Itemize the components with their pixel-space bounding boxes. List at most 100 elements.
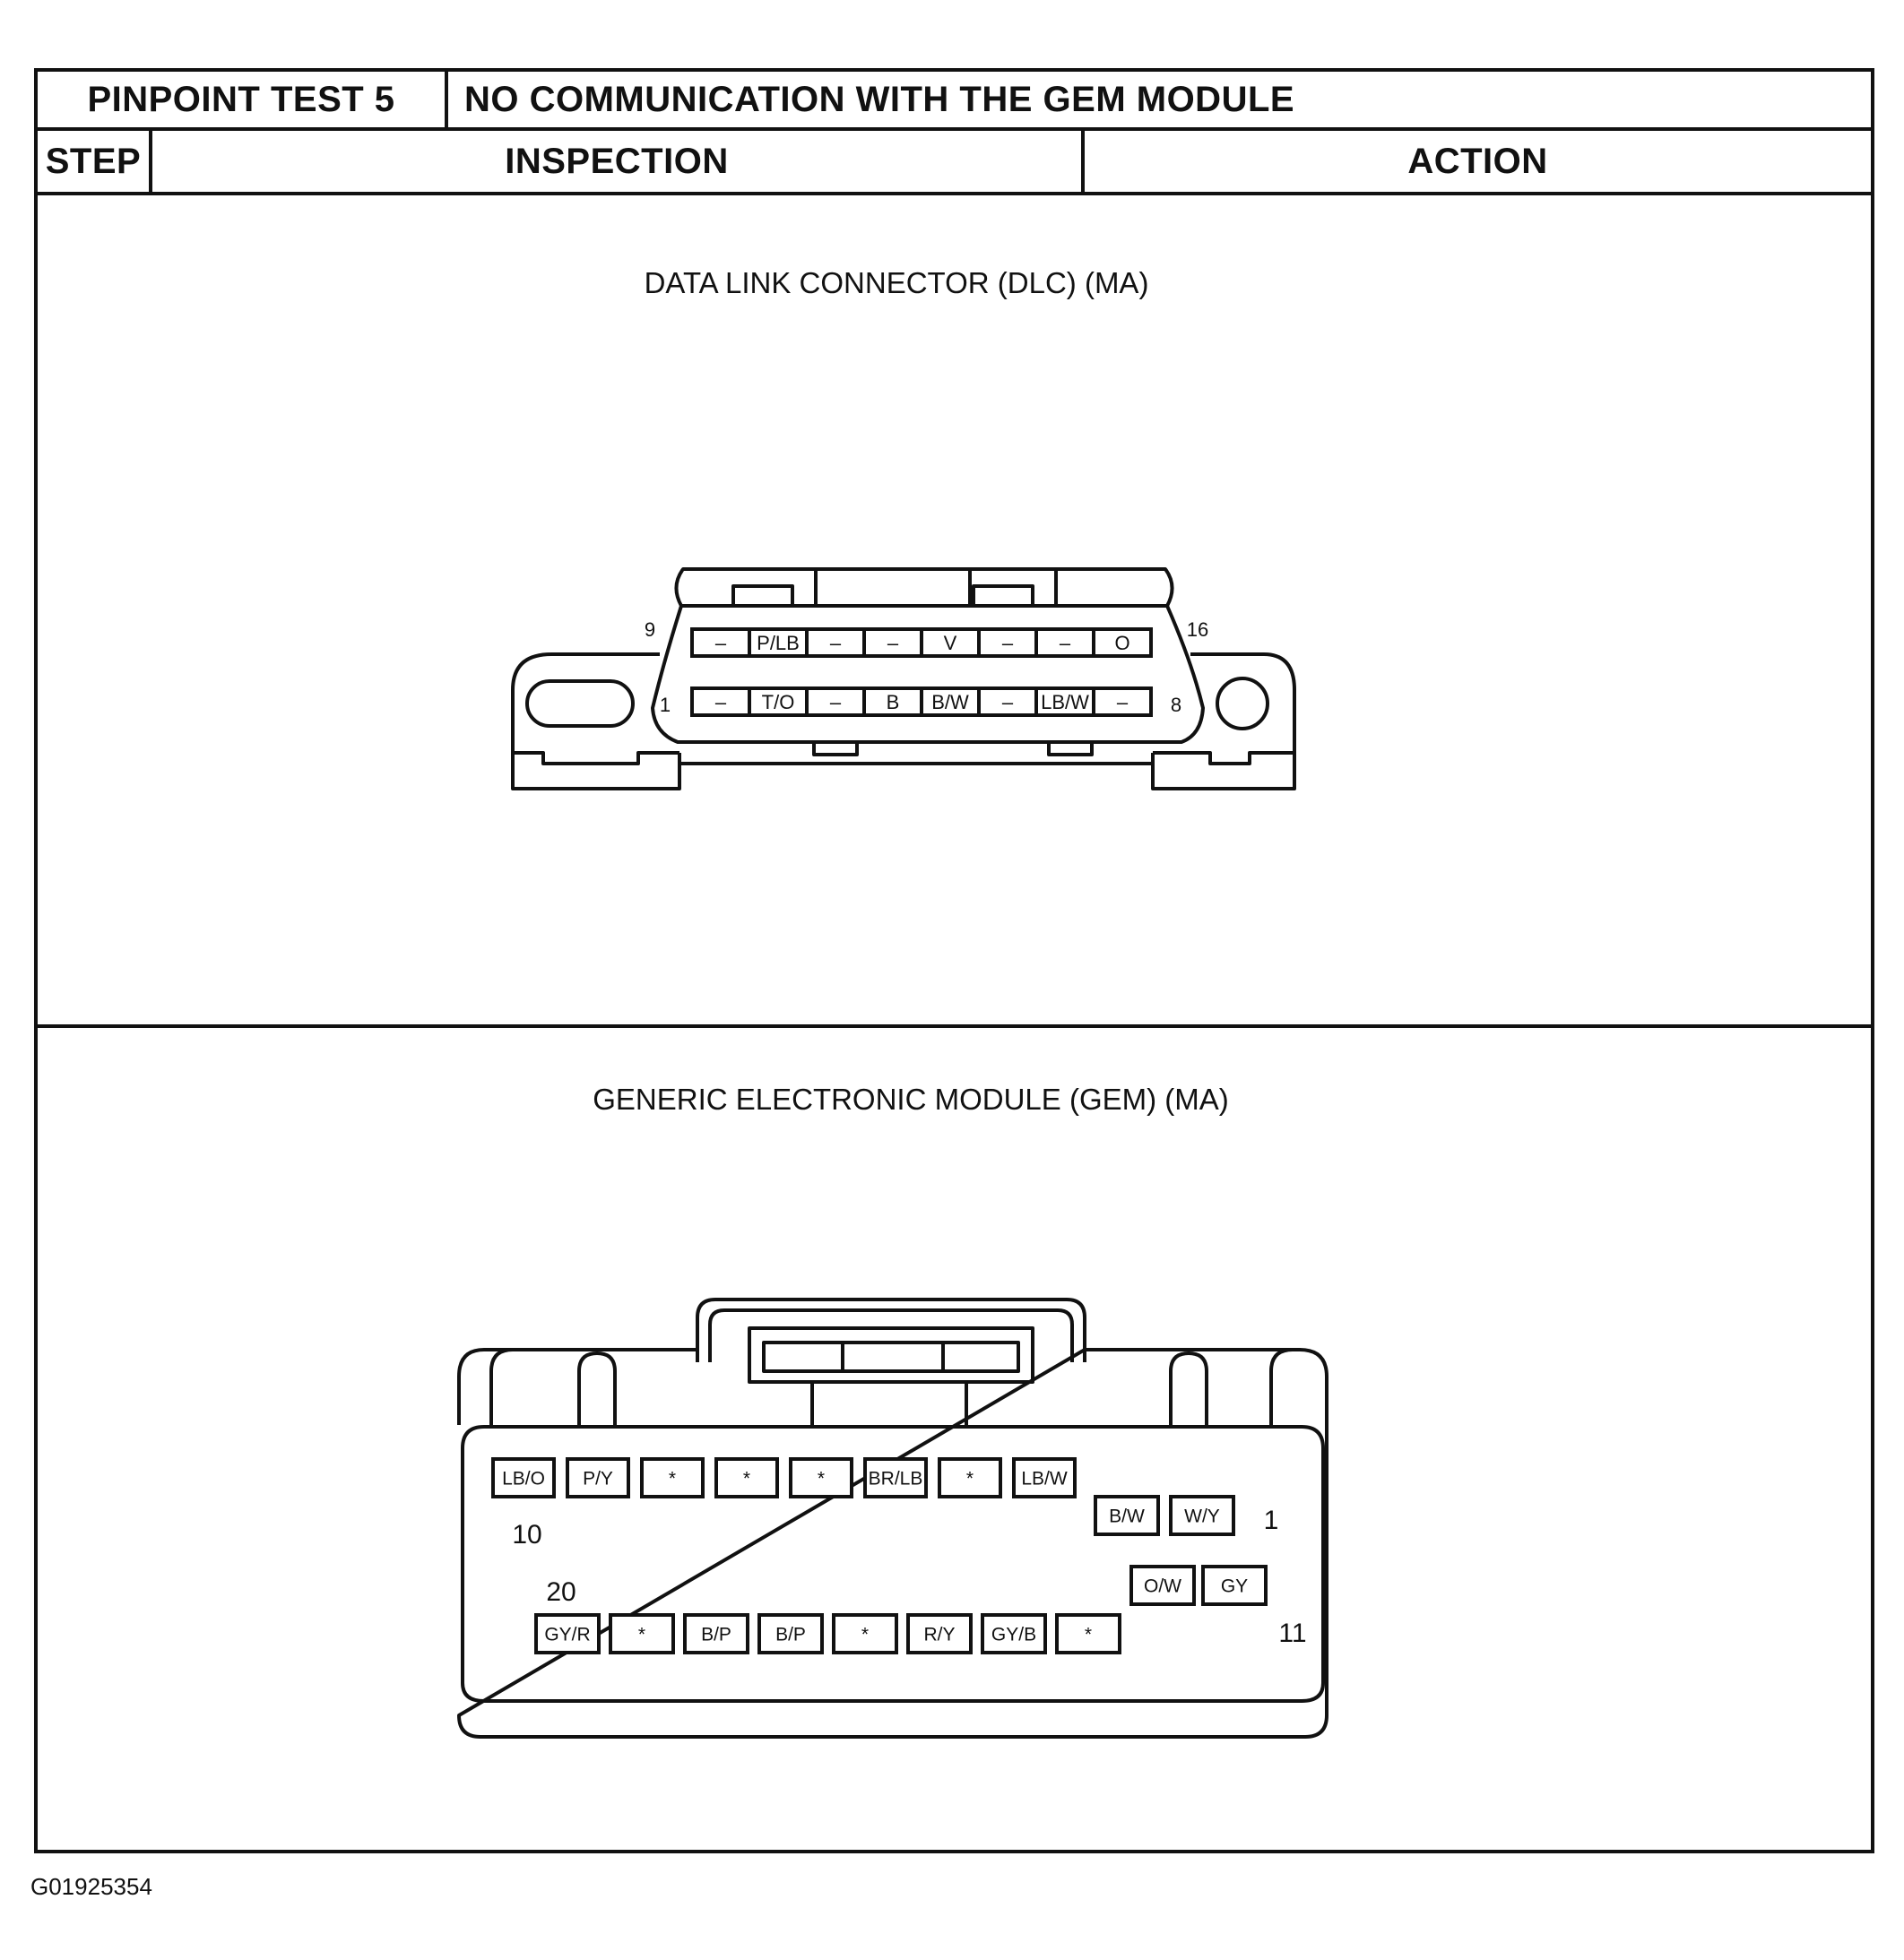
gem-bottom-pin-cavity-5 <box>832 1613 898 1654</box>
gem-top-pin-cavity-7 <box>938 1457 1002 1498</box>
column-inspection: INSPECTION <box>505 141 729 181</box>
dlc-bottom-tab-left <box>812 740 859 756</box>
gem-top-pin-cavity-4 <box>714 1457 779 1498</box>
gem-bottom-pin-wire-color-7: GY/B <box>991 1625 1036 1645</box>
dlc-pin-1-label: 1 <box>660 694 671 716</box>
dlc-bottom-pin-cavity-4 <box>862 686 923 717</box>
header-divider-2 <box>149 127 152 195</box>
test-title: NO COMMUNICATION WITH THE GEM MODULE <box>464 79 1295 119</box>
column-step: STEP <box>45 141 142 181</box>
gem-bottom-pin-row: GY/R * B/P B/P * R/Y GY/B * <box>534 1613 1121 1654</box>
dlc-bottom-pin-wire-color-4: B <box>887 691 900 713</box>
gem-bottom-pin-wire-color-8: * <box>1085 1625 1092 1645</box>
dlc-top-pin-wire-color-8: O <box>1114 632 1129 654</box>
gem-title: GENERIC ELECTRONIC MODULE (GEM) (MA) <box>593 1083 1229 1116</box>
gem-pin-1-label: 1 <box>1264 1506 1279 1535</box>
gem-top-pin-cavity-2 <box>566 1457 630 1498</box>
dlc-flange-right <box>1151 652 1296 790</box>
dlc-bottom-pin-cavity-8 <box>1092 686 1153 717</box>
gem-top-pin-cavity-1 <box>491 1457 556 1498</box>
gem-top-pin-wire-color-8: LB/W <box>1021 1469 1068 1489</box>
gem-connector <box>457 1298 1328 1739</box>
dlc-bottom-pin-cavity-5 <box>920 686 981 717</box>
dlc-body <box>651 604 1205 744</box>
dlc-top-pin-wire-color-7: – <box>1060 632 1071 654</box>
gem-top-pin-wire-color-5: * <box>818 1469 825 1489</box>
gem-pin-11-label: 11 <box>1278 1619 1306 1648</box>
header-divider-3 <box>1081 127 1085 195</box>
dlc-bottom-pin-wire-color-5: B/W <box>931 691 969 713</box>
dlc-bottom-pin-wire-color-2: T/O <box>762 691 795 713</box>
gem-top-pin-wire-color-2: P/Y <box>583 1469 613 1489</box>
gem-right-top-pin-cavity-2 <box>1169 1495 1235 1536</box>
gem-lock-frame <box>748 1326 1034 1384</box>
gem-right-top-pin-wire-color-2: W/Y <box>1184 1507 1220 1527</box>
dlc-bottom-pin-wire-color-1: – <box>715 691 727 713</box>
gem-top-pin-wire-color-3: * <box>669 1469 676 1489</box>
dlc-bottom-pin-wire-color-3: – <box>830 691 842 713</box>
dlc-top-pin-wire-color-5: V <box>944 632 957 654</box>
gem-right-bottom-pin-cavity-2 <box>1201 1565 1268 1606</box>
dlc-bottom-pin-cavity-3 <box>805 686 866 717</box>
dlc-bottom-pin-wire-color-8: – <box>1117 691 1129 713</box>
gem-lock-stem <box>810 1380 968 1429</box>
column-action: ACTION <box>1407 141 1548 181</box>
gem-right-top-pin-cavity-1 <box>1094 1495 1160 1536</box>
gem-top-pin-wire-color-6: BR/LB <box>869 1469 923 1489</box>
gem-bottom-pin-cavity-3 <box>683 1613 749 1654</box>
gem-top-pin-wire-color-1: LB/O <box>502 1469 545 1489</box>
dlc-pin-8-label: 8 <box>1171 694 1181 716</box>
gem-right-bottom-pins: O/W GY <box>1129 1565 1268 1606</box>
figure-code: G01925354 <box>30 1873 152 1900</box>
dlc-top-pin-cavity-4 <box>862 627 923 658</box>
gem-panel <box>34 1024 1874 1853</box>
gem-pin-20-label: 20 <box>546 1577 576 1607</box>
dlc-mount-hole <box>1216 677 1269 730</box>
gem-top-pin-wire-color-4: * <box>743 1469 750 1489</box>
dlc-mount-slot <box>525 679 635 728</box>
gem-bottom-pin-cavity-4 <box>757 1613 824 1654</box>
gem-top-pin-row: LB/O P/Y * * * BR/LB * LB/W <box>491 1457 1077 1498</box>
gem-lock-housing <box>696 1298 1086 1362</box>
gem-right-bottom-pin-wire-color-1: O/W <box>1144 1576 1181 1597</box>
dlc-latch-right <box>972 584 1034 608</box>
gem-right-top-pin-wire-color-1: B/W <box>1109 1507 1145 1527</box>
test-label: PINPOINT TEST 5 <box>87 79 395 119</box>
dlc-bottom-tab-right <box>1047 740 1094 756</box>
gem-bottom-pin-cavity-2 <box>609 1613 675 1654</box>
gem-outer-body <box>457 1348 1328 1739</box>
gem-bottom-pin-cavity-1 <box>534 1613 601 1654</box>
gem-top-pin-cavity-3 <box>640 1457 705 1498</box>
gem-right-top-pins: B/W W/Y <box>1094 1495 1235 1536</box>
dlc-top-pin-wire-color-6: – <box>1002 632 1014 654</box>
gem-bottom-pin-wire-color-1: GY/R <box>544 1625 590 1645</box>
gem-pin-10-label: 10 <box>512 1520 541 1550</box>
dlc-bottom-pin-row: – T/O – B B/W – LB/W – <box>690 686 1153 717</box>
dlc-top-pin-row: –P/LB––V––O <box>690 627 1153 658</box>
gem-bottom-pin-cavity-6 <box>906 1613 973 1654</box>
dlc-bottom-pin-wire-color-7: LB/W <box>1041 691 1089 713</box>
gem-right-bottom-pin-cavity-1 <box>1129 1565 1196 1606</box>
gem-top-pin-wire-color-7: * <box>966 1469 974 1489</box>
header-divider-1 <box>445 68 448 131</box>
gem-bottom-pin-wire-color-3: B/P <box>701 1625 731 1645</box>
gem-top-pin-cavity-8 <box>1012 1457 1077 1498</box>
dlc-top-pin-wire-color-1: – <box>715 632 727 654</box>
gem-bottom-pin-wire-color-4: B/P <box>775 1625 806 1645</box>
gem-right-bottom-pin-wire-color-2: GY <box>1221 1576 1248 1597</box>
gem-top-pin-cavity-5 <box>789 1457 853 1498</box>
dlc-top-pin-wire-color-3: – <box>830 632 842 654</box>
gem-bottom-pin-wire-color-6: R/Y <box>923 1625 955 1645</box>
gem-bottom-pin-wire-color-2: * <box>638 1625 645 1645</box>
dlc-connector <box>511 567 1296 790</box>
dlc-bottom-pin-wire-color-6: – <box>1002 691 1014 713</box>
gem-face <box>461 1425 1325 1703</box>
dlc-pin-16-label: 16 <box>1187 618 1208 641</box>
gem-bottom-pin-cavity-8 <box>1055 1613 1121 1654</box>
gem-bottom-pin-wire-color-5: * <box>861 1625 869 1645</box>
dlc-latch-left <box>731 584 794 608</box>
dlc-flange-left <box>511 652 681 790</box>
gem-top-pin-cavity-6 <box>863 1457 928 1498</box>
